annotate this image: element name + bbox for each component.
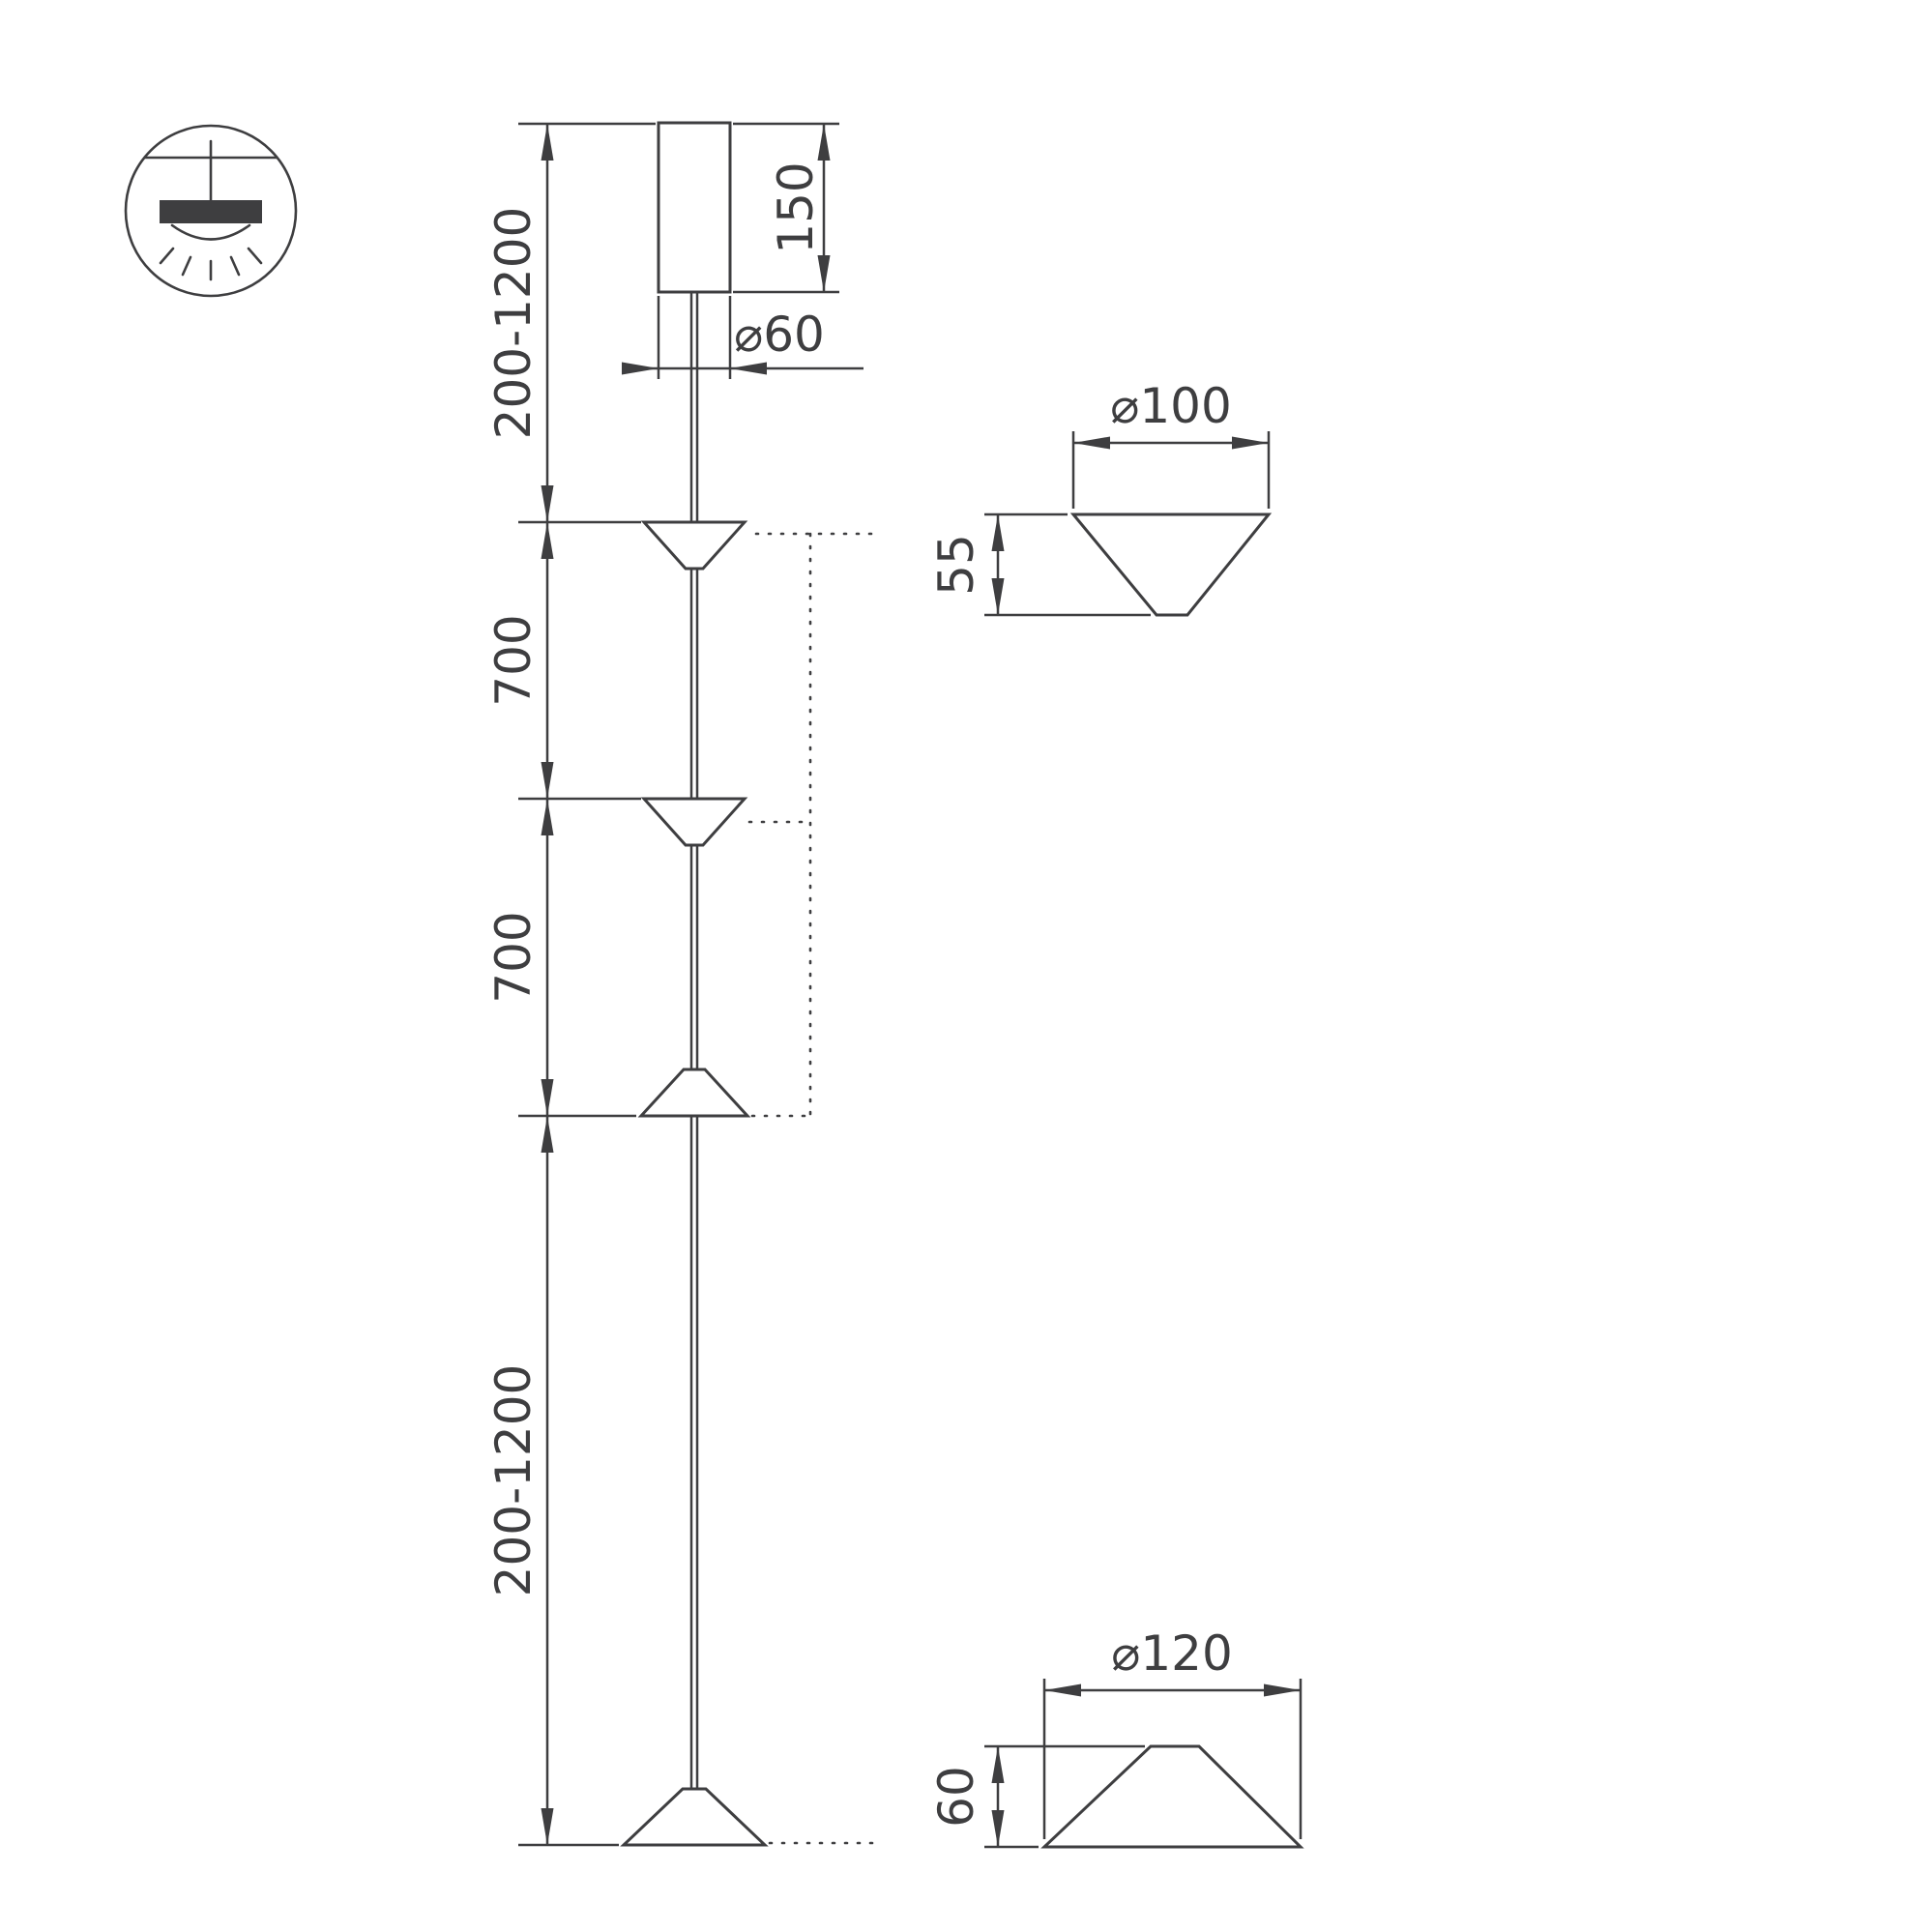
- dim-arrow-down: [541, 485, 554, 522]
- dim-arrow-down: [817, 255, 831, 292]
- front-view: [620, 121, 769, 1847]
- detail-view-large-cone: ⌀120 60: [928, 1625, 1304, 1849]
- light-ray: [229, 255, 241, 277]
- dim-arrow-right: [1232, 436, 1269, 450]
- badge-circle: [124, 124, 298, 298]
- canopy: [657, 121, 732, 294]
- dim-arrow-up: [541, 522, 554, 559]
- dim-arrow-down: [991, 1810, 1005, 1847]
- dim-label-suspension-bottom: 200-1200: [485, 1364, 542, 1597]
- dim-arrow-up: [817, 124, 831, 161]
- dim-arrow-down: [991, 578, 1005, 615]
- dim-arrow-down: [541, 1808, 554, 1845]
- detail-view-small-cone: ⌀100 55: [928, 378, 1273, 617]
- dim-arrow-up: [541, 1116, 554, 1153]
- dim-label-small-cone-height: 55: [928, 534, 984, 596]
- cone-diffuser-2: [640, 797, 748, 847]
- cone-diffuser-3: [637, 1068, 751, 1118]
- dim-label-canopy-diameter: ⌀60: [734, 307, 825, 363]
- dim-arrow-down: [541, 762, 554, 799]
- ceiling-pendant-lamp-icon: [143, 139, 278, 281]
- dim-arrow-up: [541, 799, 554, 835]
- dim-arrow-up: [991, 514, 1005, 551]
- mount-type-badge: [124, 124, 298, 298]
- dim-arrow-right: [622, 362, 659, 375]
- dim-label-canopy-height: 150: [768, 161, 824, 253]
- cone-diffuser-1: [640, 520, 748, 571]
- dim-arrow-left: [1073, 436, 1110, 450]
- dim-label-large-cone-height: 60: [928, 1766, 984, 1828]
- reference-leader-lines: [747, 532, 877, 1845]
- dim-label-large-cone-diameter: ⌀120: [1111, 1625, 1233, 1682]
- light-ray: [159, 247, 175, 265]
- small-cone-profile: [1069, 512, 1273, 617]
- light-ray: [181, 255, 192, 277]
- dim-label-cone-spacing-1: 700: [485, 614, 542, 706]
- dim-arrow-down: [541, 1079, 554, 1116]
- cone-diffuser-4: [620, 1787, 769, 1847]
- large-cone-profile: [1040, 1744, 1304, 1849]
- dim-arrow-up: [991, 1746, 1005, 1783]
- dim-label-cone-spacing-2: 700: [485, 911, 542, 1003]
- light-ray: [247, 247, 263, 265]
- dim-label-suspension-top: 200-1200: [485, 207, 542, 440]
- dim-arrow-left: [730, 362, 767, 375]
- canopy-height-dimension: 150: [733, 122, 839, 294]
- dim-arrow-right: [1264, 1683, 1301, 1697]
- lamp-shade: [160, 200, 262, 223]
- dim-arrow-left: [1044, 1683, 1081, 1697]
- lamp-glow-arc: [170, 223, 251, 241]
- vertical-dimension-chain: 200-1200 700 700 200-1200: [485, 122, 656, 1847]
- dim-arrow-up: [541, 124, 554, 161]
- dim-label-small-cone-diameter: ⌀100: [1110, 378, 1232, 434]
- canopy-diameter-dimension: ⌀60: [622, 296, 864, 379]
